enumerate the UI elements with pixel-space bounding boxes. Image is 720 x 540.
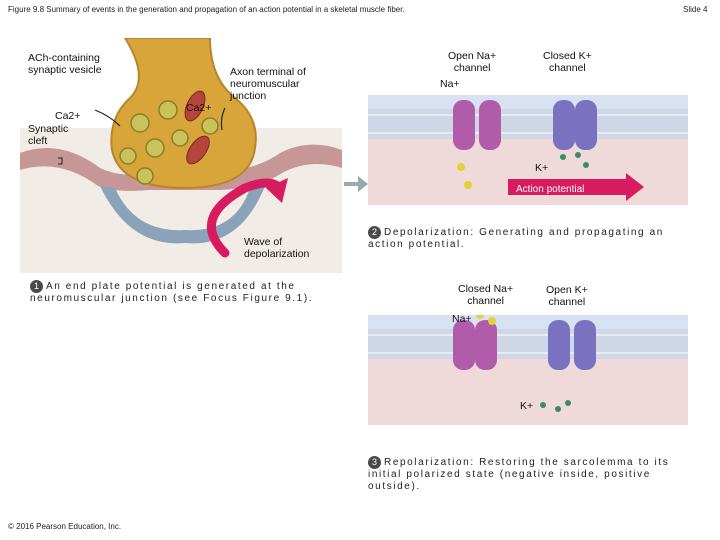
- vesicle: [136, 167, 154, 185]
- membrane-bilayer: [368, 329, 688, 359]
- na-ions: [457, 163, 472, 189]
- vesicle: [145, 138, 165, 158]
- closed-na-label: Closed Na+ channel: [458, 283, 514, 307]
- step2-number: 2: [368, 226, 381, 239]
- ach-vesicle-label: ACh-containing synaptic vesicle: [28, 52, 102, 76]
- axon-terminal-label: Axon terminal of neuromuscular junction: [230, 66, 306, 102]
- membrane-bilayer: [368, 109, 688, 139]
- open-k-label: Open K+ channel: [546, 284, 588, 308]
- vesicle: [130, 113, 150, 133]
- ca-arrow-center: [220, 107, 226, 131]
- transition-arrow: [344, 176, 368, 192]
- closed-na-channel: [453, 320, 497, 370]
- na-ions: [476, 315, 496, 325]
- cleft-bracket: [58, 157, 63, 165]
- k-ion-label-p3: K+: [520, 400, 534, 412]
- ca-center-label: Ca2+: [186, 102, 212, 114]
- ca-arrow-left: [94, 109, 121, 127]
- mitochondrion: [184, 90, 206, 122]
- wave-label: Wave of depolarization: [244, 236, 310, 260]
- synaptic-vesicles: [119, 100, 219, 185]
- repolarization-illustration: [368, 315, 688, 425]
- k-ion-label-p2: K+: [535, 162, 549, 174]
- figure-title: Figure 9.8 Summary of events in the gene…: [8, 5, 405, 14]
- action-potential-bar: [508, 179, 628, 195]
- copyright: © 2016 Pearson Education, Inc.: [8, 522, 122, 531]
- synaptic-cleft-label: Synaptic cleft: [28, 123, 69, 147]
- wave-arrow: [206, 178, 285, 258]
- ca-left-label: Ca2+: [55, 110, 81, 122]
- axon-terminal-shape: [110, 38, 257, 190]
- wave-arrowhead: [266, 178, 288, 203]
- k-ions: [540, 400, 571, 412]
- open-k-channel: [548, 320, 596, 370]
- vesicle: [171, 129, 189, 147]
- nmj-illustration: [20, 38, 342, 273]
- na-ion-label-p3: Na+: [452, 313, 472, 325]
- na-ion-label-p2: Na+: [440, 78, 460, 90]
- junctional-folds: [100, 186, 265, 244]
- intracellular-space: [368, 359, 688, 425]
- arrow-head: [358, 176, 368, 192]
- open-na-label: Open Na+ channel: [448, 50, 497, 74]
- vesicle: [158, 100, 178, 120]
- step1-number: 1: [30, 280, 43, 293]
- intracellular-space: [368, 139, 688, 205]
- depolarization-illustration: [368, 95, 688, 205]
- k-ions: [560, 152, 589, 168]
- vesicle: [119, 147, 137, 165]
- slide-label: Slide 4: [683, 5, 708, 14]
- action-potential-label: Action potential: [516, 184, 585, 195]
- open-na-channel: [453, 100, 501, 150]
- closed-k-label: Closed K+ channel: [543, 50, 592, 74]
- membrane-lipids: [368, 334, 688, 354]
- step3-number: 3: [368, 456, 381, 469]
- mitochondria: [184, 90, 210, 165]
- vesicle: [201, 117, 219, 135]
- mitochondrion: [186, 135, 210, 165]
- closed-k-channel: [553, 100, 597, 150]
- membrane-lipids: [368, 114, 688, 134]
- action-potential-arrowhead: [626, 173, 644, 201]
